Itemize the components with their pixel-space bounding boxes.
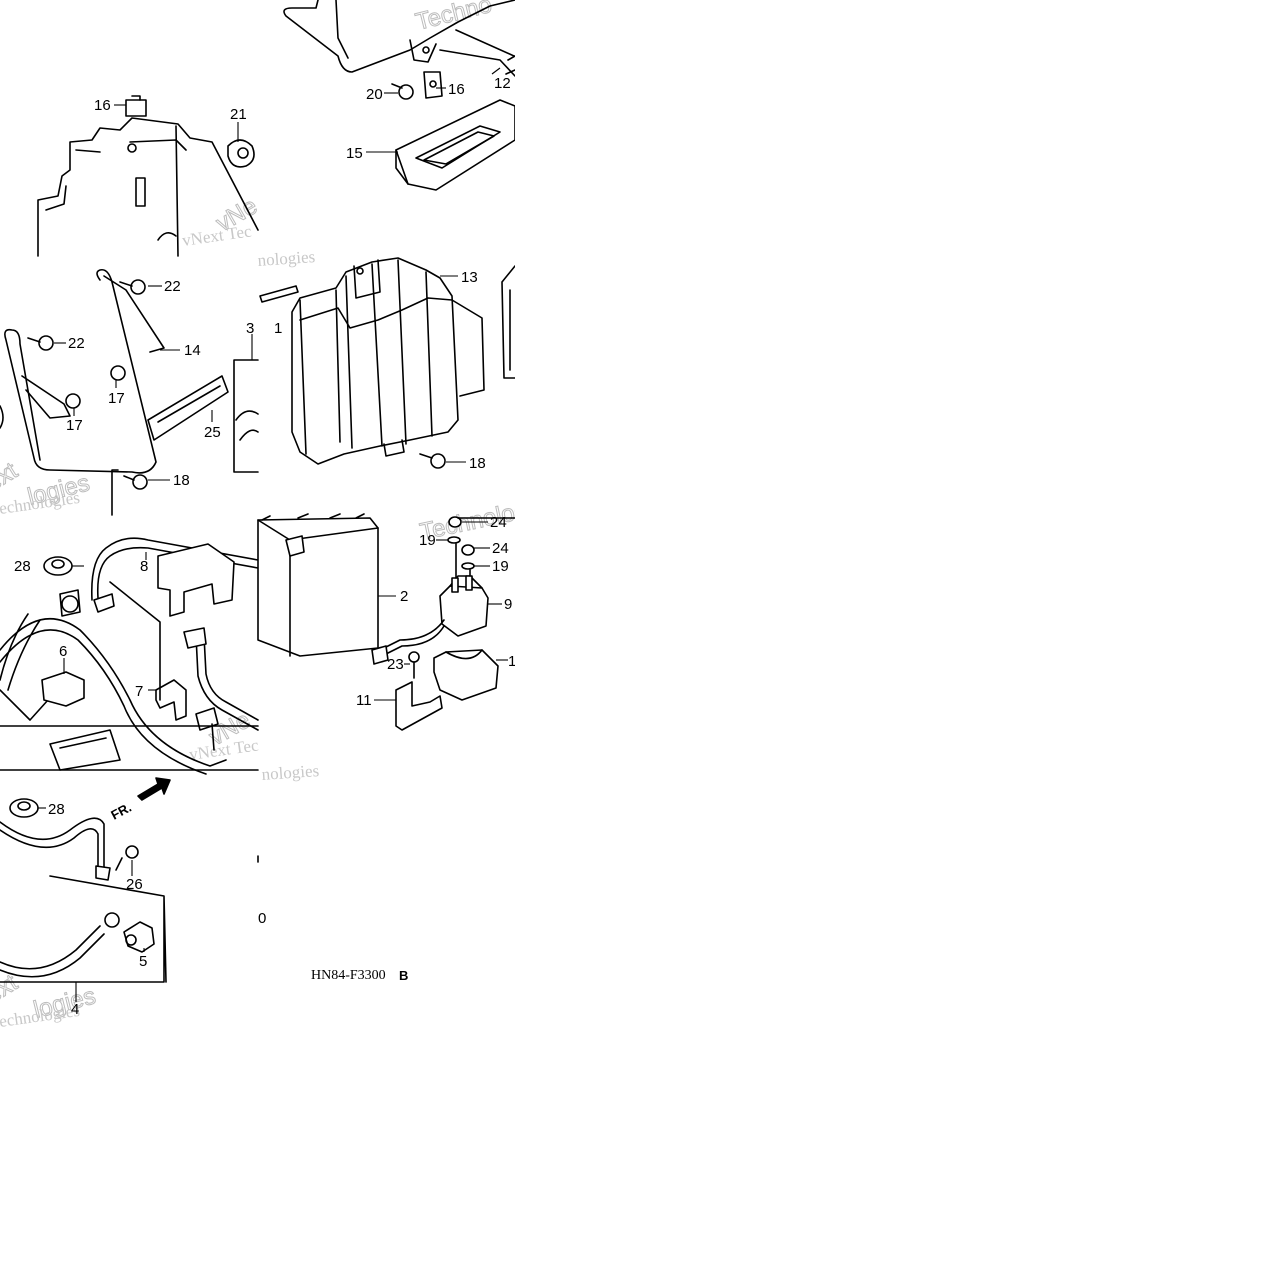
callout-20: 20 [366,86,383,103]
callout-19: 19 [419,532,436,549]
callout-16: 16 [448,81,465,98]
leader-lines [38,67,508,1002]
negative-cable-group [0,777,171,983]
battery-cable-group [0,537,259,775]
callout-3: 3 [246,320,254,337]
callout-28: 28 [14,558,31,575]
callout-26: 26 [126,876,143,893]
watermark-text: ext [0,457,23,497]
watermark-text: echnologies [0,1001,81,1031]
callout-22: 22 [68,335,85,352]
callout-9: 9 [504,596,512,613]
watermark-text: nologies [257,247,316,270]
callout-6: 6 [59,643,67,660]
callout-13: 13 [461,269,478,286]
watermark-text: Techno [413,0,495,36]
callout-19: 19 [492,558,509,575]
callout-21: 21 [230,106,247,123]
diagram-code: HN84-F3300 [311,968,386,983]
battery-bracket-group [37,95,259,257]
callout-5: 5 [139,953,147,970]
battery-cover-group [259,257,516,469]
callout-12: 12 [494,75,511,92]
callout-28: 28 [48,801,65,818]
callout-17: 17 [108,390,125,407]
callout-4: 4 [71,1001,79,1018]
callout-17: 17 [66,417,83,434]
callout-8: 8 [140,558,148,575]
callout-14: 14 [184,342,201,359]
callout-16: 16 [94,97,111,114]
watermark-text: echnologies [0,488,81,518]
callout-23: 23 [387,656,404,673]
callout-24: 24 [492,540,509,557]
watermark-text: nologies [261,761,320,784]
callout-7: 7 [135,683,143,700]
callout-2: 2 [400,588,408,605]
stray-number: 0 [258,910,266,927]
battery-holder-group [0,268,259,516]
callout-11: 11 [356,692,372,709]
blank-area [0,1030,515,1285]
callout-18: 18 [173,472,190,489]
callout-10: 1 [508,653,516,670]
callout-24: 24 [490,514,507,531]
callout-1: 1 [274,320,282,337]
diagram-code-suffix: B [399,968,408,983]
callout-labels: 16 21 20 16 12 15 13 22 22 14 17 17 25 1… [14,75,516,1018]
direction-label: FR. [108,800,134,823]
callout-15: 15 [346,145,363,162]
callout-18: 18 [469,455,486,472]
callout-22: 22 [164,278,181,295]
battery-box-group [283,0,516,191]
blank-area [515,0,1285,1285]
battery-relay-group [257,513,516,731]
callout-25: 25 [204,424,221,441]
